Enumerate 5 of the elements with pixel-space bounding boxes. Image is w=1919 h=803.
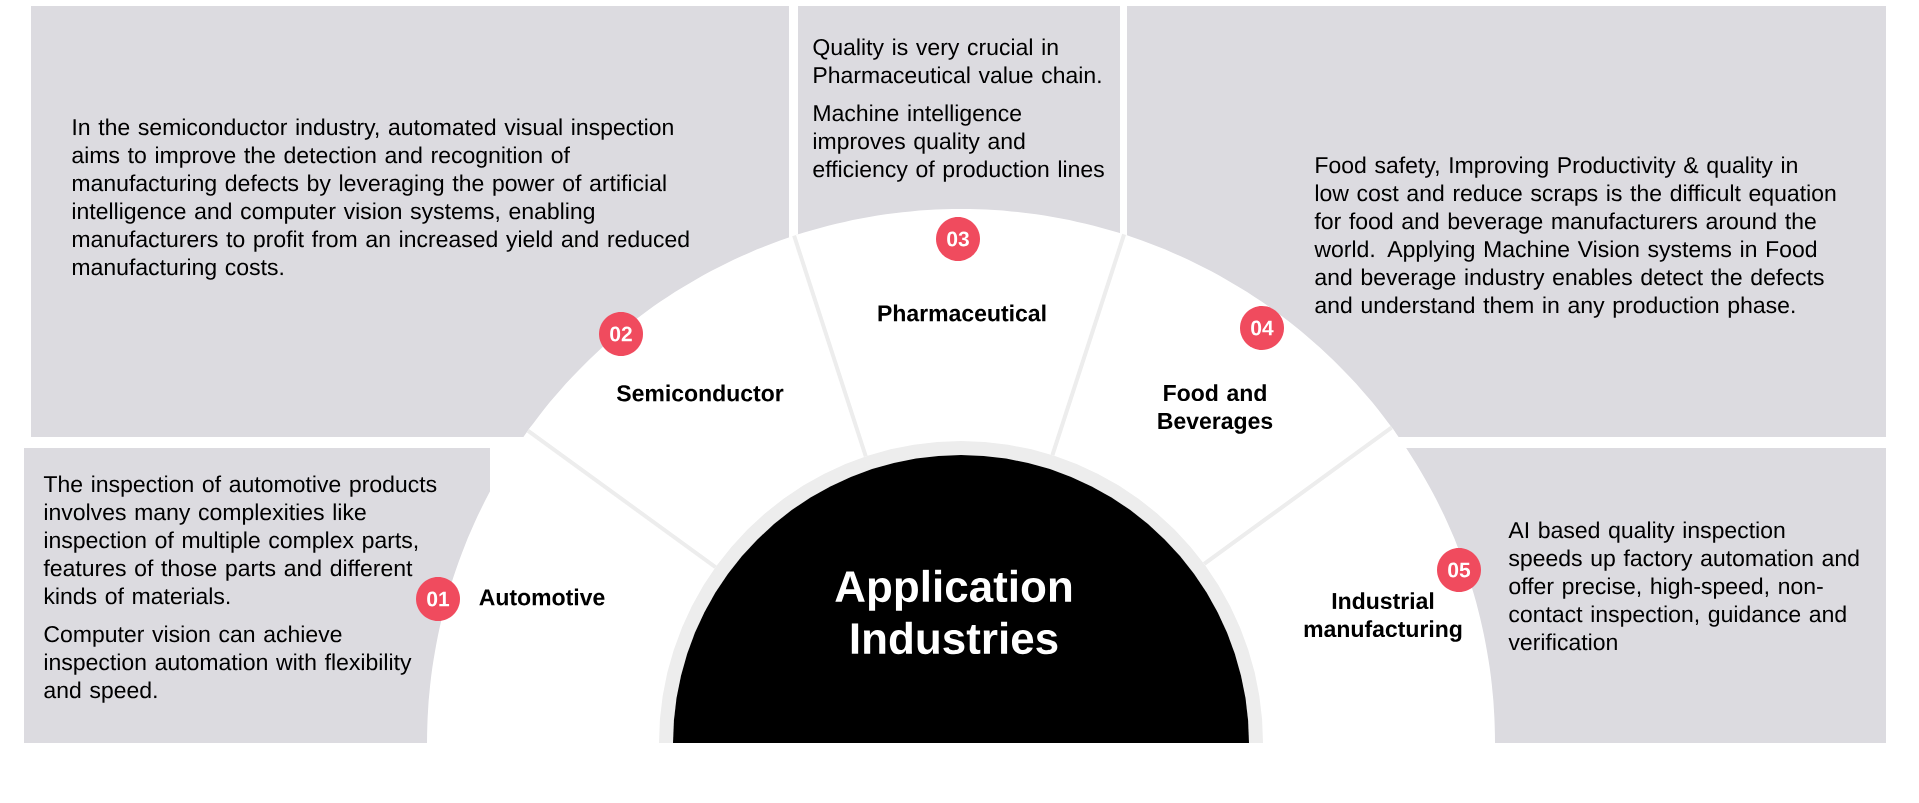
- node-label: Semiconductor: [616, 384, 784, 402]
- node-label: Pharmaceutical: [878, 304, 1046, 322]
- number-badge: 02: [599, 312, 643, 356]
- number-badge: 05: [1437, 548, 1481, 592]
- number-badge: 04: [1240, 306, 1284, 350]
